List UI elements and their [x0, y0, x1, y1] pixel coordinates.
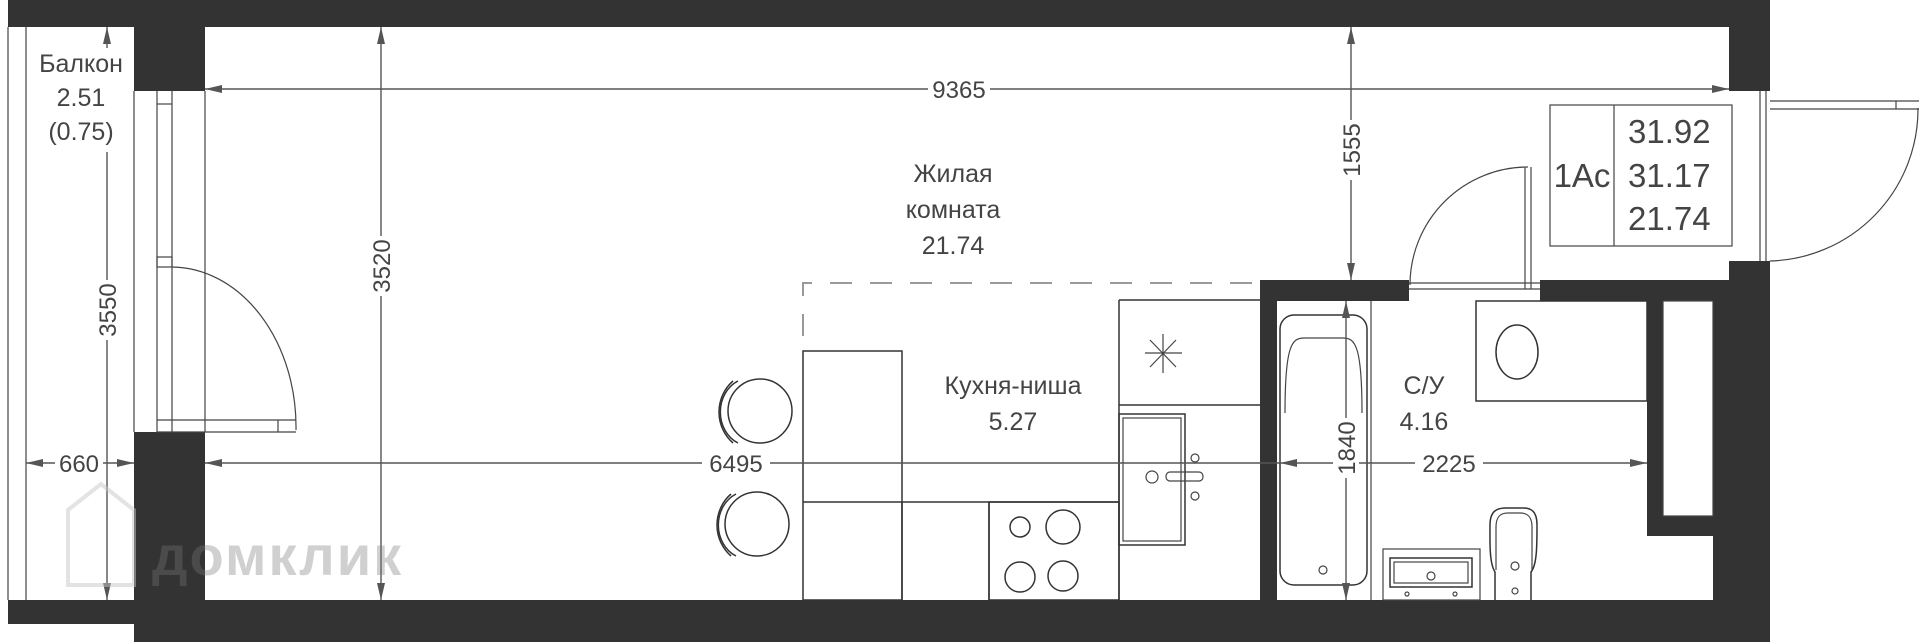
- house-logo-icon: [66, 481, 136, 587]
- living-room-name-1: Жилая: [913, 160, 992, 188]
- area-without-balcony: 31.17: [1628, 157, 1711, 194]
- bathtub-icon: [1279, 301, 1372, 600]
- living-room-area: 21.74: [922, 232, 985, 260]
- room-labels: Балкон 2.51 (0.75) Жилая комната 21.74 К…: [28, 48, 1448, 436]
- balcony: [7, 27, 297, 600]
- kitchen-name: Кухня-ниша: [945, 372, 1082, 400]
- washbasin-icon: [1382, 548, 1481, 601]
- fridge-icon: [1145, 334, 1182, 373]
- bathroom-area: 4.16: [1400, 408, 1449, 436]
- walls: [8, 0, 1770, 642]
- dim-bath-length: 1840: [1334, 421, 1361, 474]
- dim-corridor-width: 1555: [1339, 123, 1366, 176]
- balcony-area: 2.51: [57, 84, 106, 112]
- apartment-info-box: 1Ас 31.92 31.17 21.74: [1549, 104, 1733, 247]
- kitchen-sink-icon: [1118, 413, 1204, 546]
- dim-balcony-length: 3550: [95, 283, 122, 336]
- entrance-door[interactable]: [1759, 91, 1919, 262]
- dim-room-depth: 3520: [369, 239, 396, 292]
- apartment-type: 1Ас: [1554, 157, 1611, 194]
- bathroom-fixtures: [1279, 300, 1714, 601]
- dim-bathroom-width: 2225: [1422, 451, 1475, 478]
- dim-overall-width: 9365: [932, 77, 985, 104]
- dimension-lines: [26, 27, 1729, 600]
- domclick-watermark: домклик: [66, 481, 403, 587]
- balcony-reduced-area: (0.75): [48, 118, 113, 146]
- toilet-icon: [1489, 507, 1538, 600]
- dimension-labels: 9365 6495 2225 660 3550 3520 1555 1840: [55, 76, 1483, 478]
- info-living-area: 21.74: [1628, 200, 1711, 237]
- kitchen-zone: [716, 282, 1260, 601]
- balcony-name: Балкон: [39, 50, 123, 78]
- bathroom-name: С/У: [1404, 372, 1445, 400]
- washing-machine-icon: [1475, 300, 1648, 402]
- dim-balcony-depth: 660: [59, 451, 99, 478]
- total-area: 31.92: [1628, 113, 1711, 150]
- bathroom-door[interactable]: [1409, 166, 1540, 290]
- dim-room-width: 6495: [709, 451, 762, 478]
- watermark-text: домклик: [152, 524, 403, 587]
- living-room-name-2: комната: [906, 196, 1001, 224]
- kitchen-area: 5.27: [989, 408, 1038, 436]
